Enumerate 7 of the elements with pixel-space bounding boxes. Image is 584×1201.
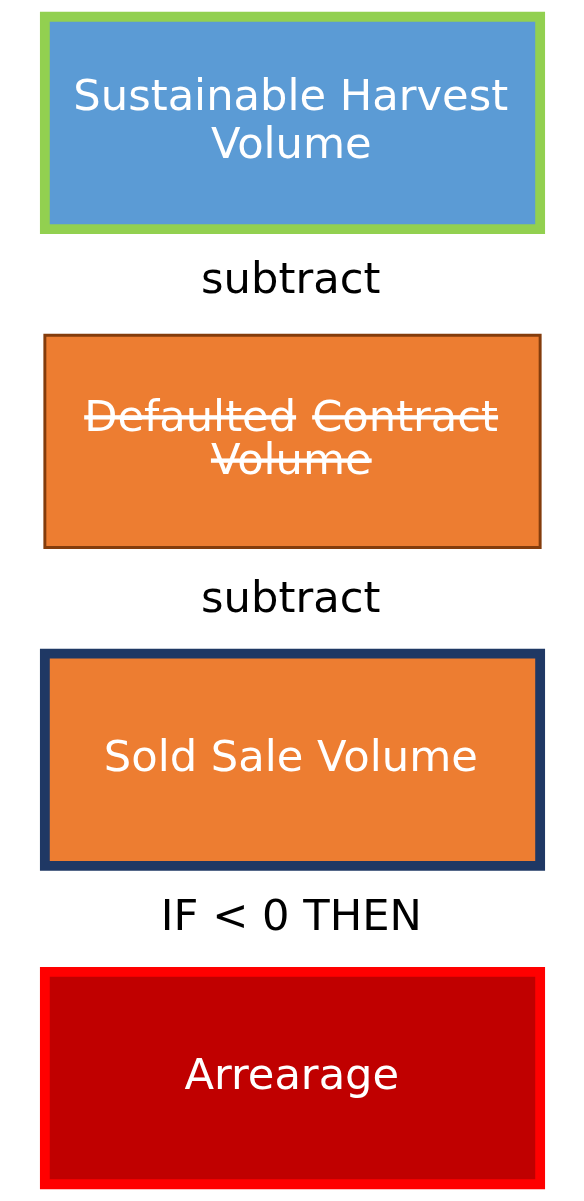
node-box: Arrearage (39, 967, 545, 1190)
node-box: Defaulted Contract Volume (42, 333, 542, 549)
label: subtract (200, 253, 380, 304)
node-box: Sold Sale Volume (39, 648, 545, 871)
label: IF < 0 THEN (160, 889, 422, 940)
label: subtract (200, 571, 380, 622)
node-box: Sustainable Harvest Volume (39, 11, 545, 234)
